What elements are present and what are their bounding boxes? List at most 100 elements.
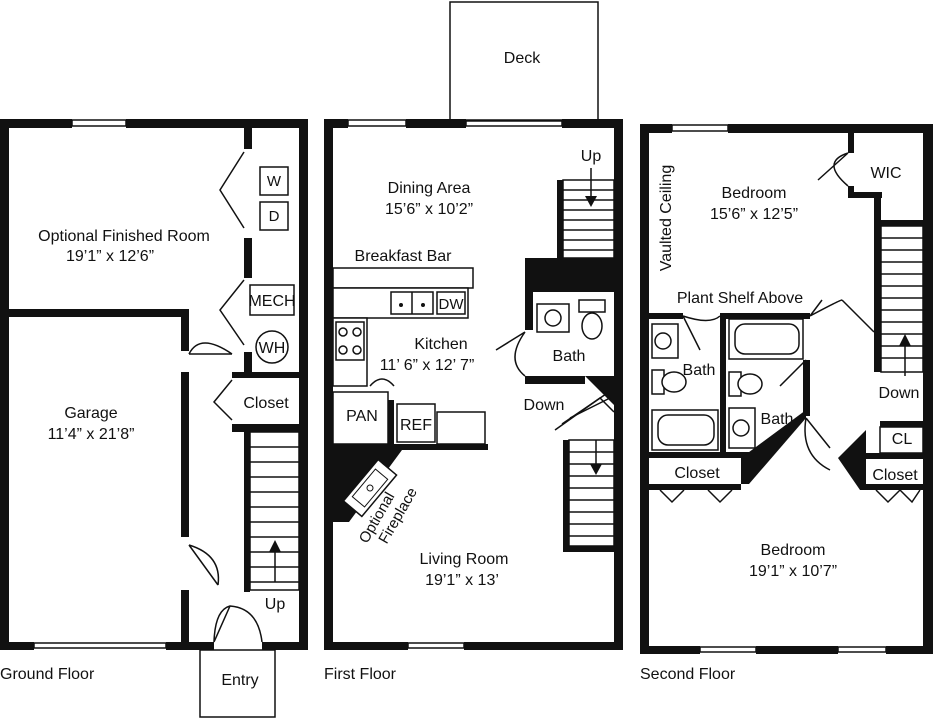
second-bath-left-label: Bath [683,362,716,379]
first-wall-left [324,119,333,650]
second-bath-bottom-wall [649,452,749,458]
kitchen-sink-drain-2 [421,303,425,307]
first-wall-stair-down-left [563,440,569,552]
dishwasher-label: DW [439,296,465,313]
pantry-door [369,378,395,387]
ground-wall-garage-top [0,309,189,317]
closet-left-bottom-wall [649,484,741,490]
ground-wall-top-right [126,119,308,128]
second-stairs-down-label: Down [879,385,920,402]
range-burner-3 [338,345,348,355]
first-wall-right [614,119,623,650]
second-bath-mid-label: Bath [761,411,794,428]
ground-wall-bottom-mid [166,642,214,650]
ground-wall-bottom-left [0,642,34,650]
first-bath-label: Bath [553,348,586,365]
ground-wall-utility-mid [244,238,252,278]
second-bath-mid-corner [741,410,806,484]
second-bath-left-sink-bowl [654,332,672,350]
wic-wall-lower-left [848,186,854,198]
mech-label: MECH [248,293,295,310]
closet-right-corner [838,430,866,490]
breakfast-bar [332,267,474,289]
ground-wall-stair-left [244,432,250,592]
dryer-label: D [269,208,280,225]
second-wall-bath-left-top [720,313,810,319]
ground-floor-caption: Ground Floor [0,666,95,683]
second-bath-mid-tub [728,318,804,360]
second-window-bottom-2 [837,646,887,653]
second-wall-bath-mid-right [803,360,810,416]
second-wall-top-right [728,124,933,133]
fireplace-icon [342,458,398,518]
living-name: Living Room [420,551,509,568]
first-bath-toilet-tank [578,299,606,313]
deck-label: Deck [504,50,541,67]
bedroom-bottom-dims: 19’1” x 10’7” [749,563,837,580]
entry-label: Entry [221,672,258,689]
first-stairs-up [562,179,615,259]
first-wall-stair-down-bottom [563,546,614,552]
ground-door-entry [213,605,263,643]
ground-stairs-arrowhead [269,540,281,552]
second-wall-bottom-left [640,646,700,654]
plant-shelf-label: Plant Shelf Above [677,290,803,307]
first-stairs-down [554,393,615,547]
vaulted-ceiling-label: Vaulted Ceiling [658,165,675,271]
kitchen-counter-bottom [436,411,486,445]
first-bath-bottom-wall [525,376,585,384]
second-bath-mid-tub-inner [734,323,800,355]
bedroom-top-name: Bedroom [722,185,787,202]
ground-wall-closet-bottom [232,424,308,432]
ground-wall-right [299,119,308,650]
wic-wall-bottom [848,192,882,198]
second-floor: WIC Down CL Plant Shelf [640,124,933,683]
second-wall-right [923,124,933,654]
washer-icon [259,166,289,196]
range-burner-2 [352,327,362,337]
ground-bifold-door-3 [212,379,233,421]
second-bath-left-right-wall [720,313,726,455]
first-down-arrowhead [590,464,602,475]
ground-window-top [71,119,127,127]
deck [449,1,599,122]
first-stairs-up-label: Up [581,148,602,165]
first-floor-caption: First Floor [324,666,397,683]
first-wall-stair-left [557,180,563,258]
fridge-label: REF [400,417,432,434]
kitchen-dims: 11’ 6” x 12’ 7” [380,357,475,374]
second-bath-left-tub-inner [657,414,715,446]
second-wall-bottom-mid [756,646,838,654]
second-wall-bottom-right [886,646,933,654]
wic-wall-left [848,133,854,153]
second-wall-stair-left [874,192,881,372]
breakfast-bar-label: Breakfast Bar [355,248,453,265]
second-wall-plant-shelf [649,313,683,319]
closet-right-label: Closet [872,467,918,484]
dishwasher-icon [436,291,466,315]
closet-left-door-1 [659,489,685,504]
ground-floor: W D MECH WH Closet Up Entry [0,119,308,718]
first-wall-top-right [562,119,622,128]
ground-wall-bottom-right [262,642,308,650]
first-bath-sink [536,303,570,333]
first-up-arrowhead [585,196,597,207]
cl-label: CL [892,431,913,448]
second-door-bedroom [809,299,843,317]
fridge-icon [396,403,436,443]
ground-bifold-door-2 [219,279,245,346]
range-burner-4 [352,345,362,355]
ground-closet-label: Closet [243,395,289,412]
first-window-top [347,119,407,127]
range-icon [335,321,365,361]
ground-wall-utility-low [244,352,252,378]
second-wall-top-left [640,124,672,133]
ground-wall-garage-right-upper [181,309,189,351]
second-bath-mid-toilet-bowl [737,373,763,395]
second-window-bottom-1 [699,646,757,653]
living-dims: 19’1” x 13’ [425,572,499,589]
water-heater-label: WH [259,340,286,357]
closet-left-door-2 [707,489,733,504]
first-window-bottom [407,642,465,649]
closet-right-door [875,488,921,504]
